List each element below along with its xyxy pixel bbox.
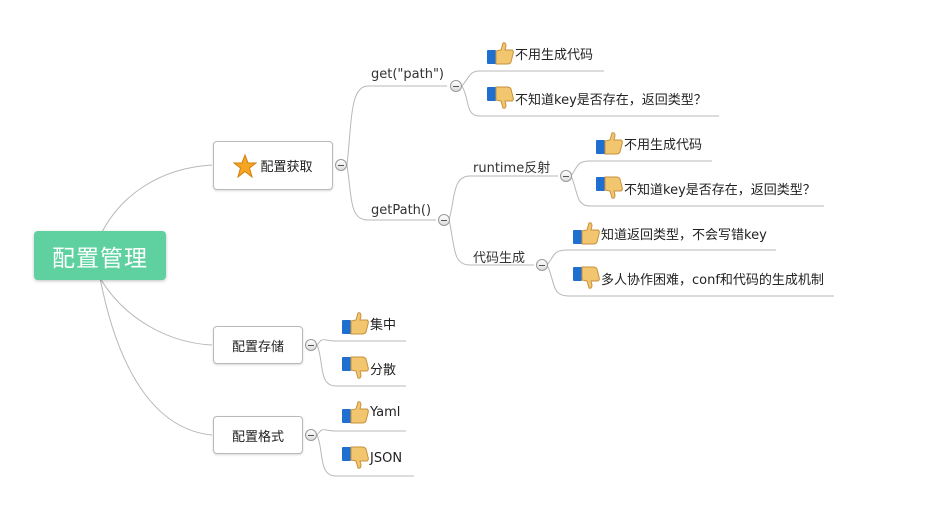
topic-config-acquire[interactable]: 配置获取 <box>213 141 333 190</box>
topic-config-format[interactable]: 配置格式 <box>213 416 303 454</box>
collapse-toggle-storage[interactable] <box>305 339 317 351</box>
root-topic[interactable]: 配置管理 <box>34 231 166 280</box>
leaf-format-pro-label: Yaml <box>370 404 401 420</box>
collapse-toggle-runtime[interactable] <box>560 170 572 182</box>
leaf-storage-pro[interactable]: 集中 <box>341 311 396 335</box>
branch-runtime-label[interactable]: runtime反射 <box>473 161 551 176</box>
leaf-codegen-pro[interactable]: 知道返回类型，不会写错key <box>572 221 767 245</box>
leaf-get-pro[interactable]: 不用生成代码 <box>486 41 593 65</box>
leaf-storage-con-label: 分散 <box>370 362 397 378</box>
leaf-runtime-pro[interactable]: 不用生成代码 <box>595 131 702 155</box>
collapse-toggle-get-path[interactable] <box>450 80 462 92</box>
leaf-get-pro-label: 不用生成代码 <box>515 47 594 63</box>
root-topic-label: 配置管理 <box>52 245 148 272</box>
leaf-codegen-con[interactable]: 多人协作困难，conf和代码的生成机制 <box>572 266 824 290</box>
thumbs-down-icon <box>342 446 369 469</box>
topic-config-format-label: 配置格式 <box>231 429 284 445</box>
leaf-runtime-con-label: 不知道key是否存在，返回类型？ <box>624 182 816 198</box>
leaf-storage-con[interactable]: 分散 <box>341 356 396 380</box>
leaf-codegen-con-label: 多人协作困难，conf和代码的生成机制 <box>601 272 824 288</box>
leaf-codegen-pro-label: 知道返回类型，不会写错key <box>601 227 767 243</box>
topic-config-acquire-label: 配置获取 <box>260 160 313 175</box>
collapse-toggle-codegen[interactable] <box>536 259 548 271</box>
thumbs-down-icon <box>573 266 600 289</box>
leaf-format-con[interactable]: JSON <box>341 446 402 470</box>
topic-config-storage[interactable]: 配置存储 <box>213 326 303 364</box>
collapse-toggle-getpath[interactable] <box>438 214 450 226</box>
thumbs-up-icon <box>573 222 600 245</box>
thumbs-down-icon <box>596 176 623 199</box>
branch-codegen-label[interactable]: 代码生成 <box>473 251 526 266</box>
star-icon <box>233 153 258 178</box>
thumbs-up-icon <box>596 132 623 155</box>
topic-config-storage-label: 配置存储 <box>231 339 284 355</box>
leaf-get-con-label: 不知道key是否存在，返回类型？ <box>515 92 707 108</box>
branch-get-path-label[interactable]: get("path") <box>371 67 445 82</box>
thumbs-up-icon <box>342 312 369 335</box>
leaf-format-con-label: JSON <box>370 450 403 466</box>
leaf-storage-pro-label: 集中 <box>370 317 397 333</box>
leaf-format-pro[interactable]: Yaml <box>341 400 400 424</box>
collapse-toggle-acquire[interactable] <box>335 159 347 171</box>
branch-getpath-label[interactable]: getPath() <box>371 203 432 218</box>
leaf-runtime-pro-label: 不用生成代码 <box>624 137 703 153</box>
leaf-runtime-con[interactable]: 不知道key是否存在，返回类型？ <box>595 176 816 200</box>
thumbs-down-icon <box>342 356 369 379</box>
thumbs-up-icon <box>342 401 369 424</box>
thumbs-up-icon <box>487 42 514 65</box>
leaf-get-con[interactable]: 不知道key是否存在，返回类型？ <box>486 86 707 110</box>
thumbs-down-icon <box>487 86 514 109</box>
collapse-toggle-format[interactable] <box>305 429 317 441</box>
